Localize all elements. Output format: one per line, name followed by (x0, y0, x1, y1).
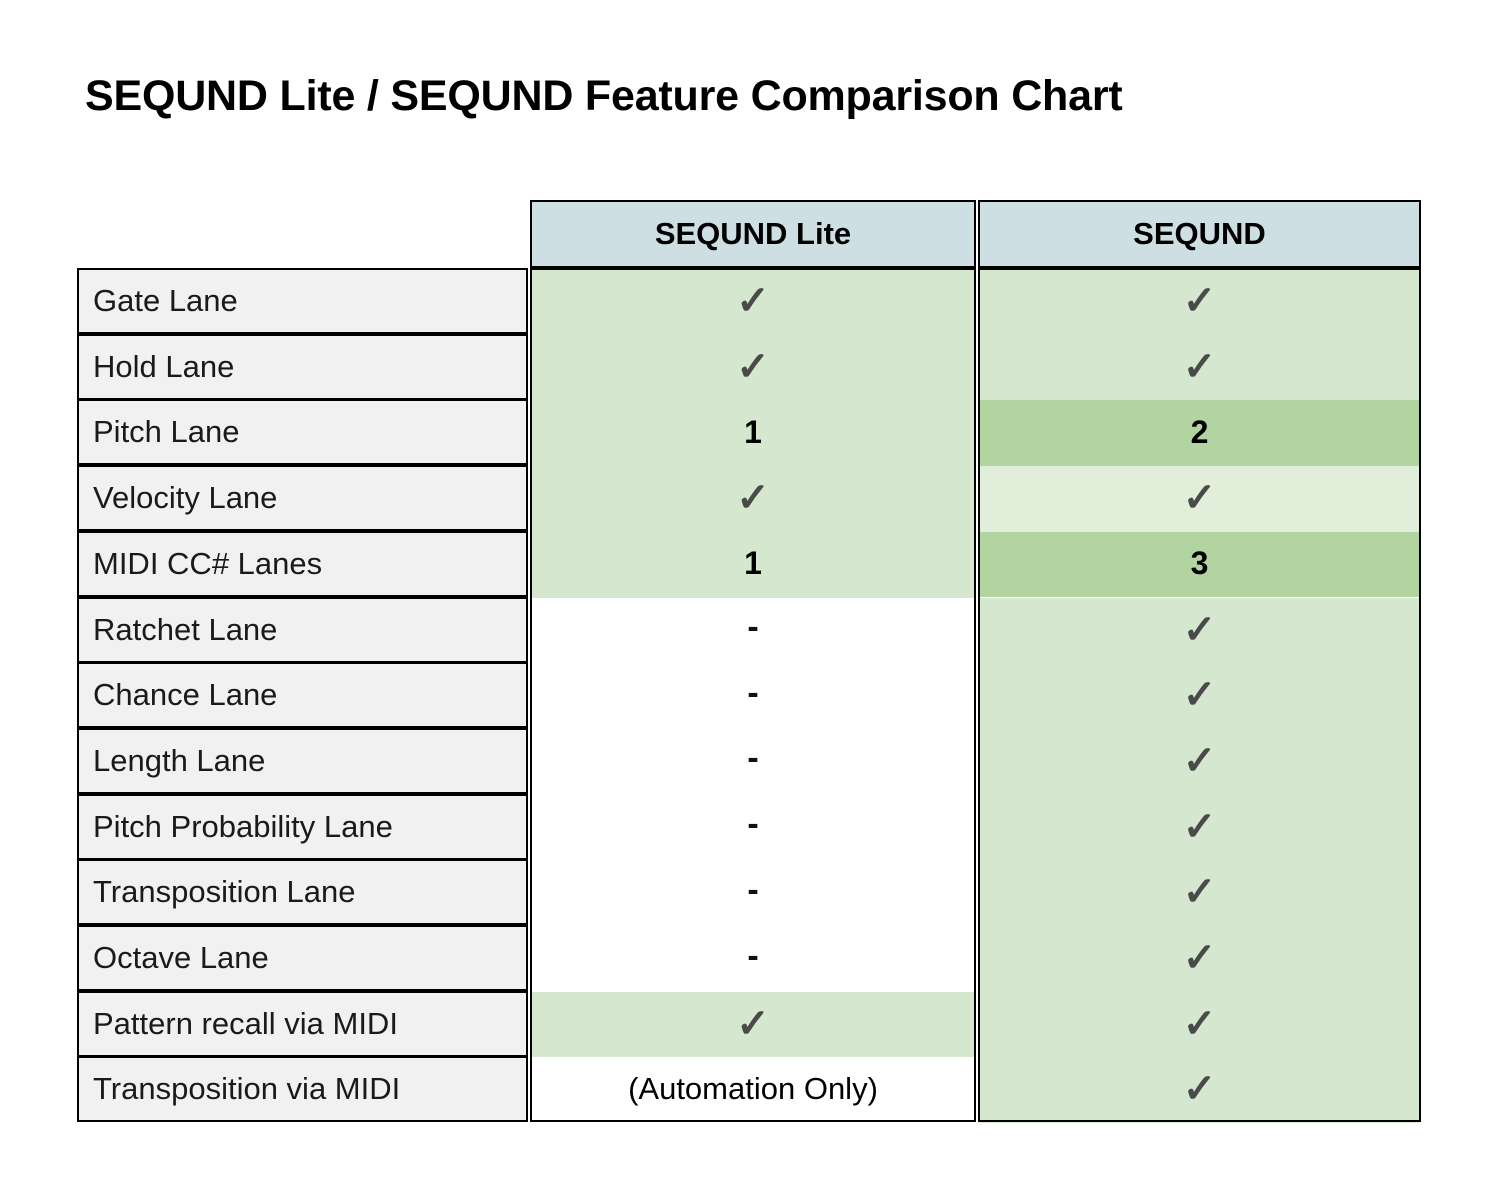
feature-label-text: Length Lane (93, 742, 266, 778)
checkmark-icon: ✓ (1182, 279, 1217, 323)
checkmark-icon: ✓ (1182, 936, 1217, 980)
checkmark-icon: ✓ (1182, 344, 1217, 389)
feature-label-text: Pitch Probability Lane (93, 808, 393, 844)
feature-label-text: Chance Lane (93, 677, 278, 713)
value-cell-lite: ✓ (530, 334, 976, 400)
checkmark-icon: ✓ (1182, 607, 1217, 652)
feature-label-cell: Pattern recall via MIDI (77, 990, 528, 1057)
feature-label-cell: Octave Lane (77, 925, 528, 991)
value-cell-lite: - (530, 662, 976, 728)
feature-label-text: Velocity Lane (93, 480, 278, 516)
checkmark-icon: ✓ (1182, 1001, 1217, 1046)
dash-icon: - (747, 936, 759, 975)
value-cell-seqund: ✓ (978, 991, 1421, 1057)
checkmark-icon: ✓ (1182, 476, 1217, 521)
cell-fill-seqund-green-base (980, 269, 1419, 401)
feature-label-text: Gate Lane (93, 283, 238, 318)
feature-label-text: MIDI CC# Lanes (93, 545, 323, 581)
feature-label-cell: Gate Lane (77, 268, 528, 334)
value-text: 1 (744, 545, 762, 582)
feature-label-cell: MIDI CC# Lanes (77, 530, 528, 597)
value-cell-seqund: ✓ (978, 465, 1421, 531)
checkmark-icon: ✓ (736, 279, 770, 323)
value-cell-seqund: ✓ (978, 859, 1421, 925)
cell-fill-seqund-green-dark (980, 531, 1419, 598)
checkmark-icon: ✓ (1182, 673, 1217, 718)
feature-label-cell: Ratchet Lane (77, 596, 528, 663)
feature-label-text: Hold Lane (93, 348, 235, 384)
value-cell-seqund: ✓ (978, 925, 1421, 991)
value-text: (Automation Only) (628, 1071, 878, 1107)
dash-icon: - (747, 870, 759, 909)
dash-icon: - (747, 673, 759, 712)
cell-fill-lite-green-base (532, 269, 974, 598)
value-cell-lite: - (530, 728, 976, 794)
value-cell-lite: - (530, 597, 976, 663)
value-cell-seqund: ✓ (978, 334, 1421, 400)
dash-icon: - (747, 805, 759, 844)
column-header-seqund-lite: SEQUND Lite (530, 200, 976, 268)
feature-label-cell: Pitch Probability Lane (77, 793, 528, 860)
checkmark-icon: ✓ (1182, 870, 1217, 915)
value-cell-lite: 1 (530, 531, 976, 597)
value-cell-lite: - (530, 794, 976, 860)
cell-fill-seqund-green-base (980, 597, 1419, 1124)
feature-label-cell: Transposition Lane (77, 859, 528, 926)
value-cell-lite: 1 (530, 399, 976, 465)
value-text: 1 (744, 413, 762, 450)
feature-label-cell: Hold Lane (77, 333, 528, 400)
feature-label-text: Octave Lane (93, 940, 269, 975)
feature-label-text: Pitch Lane (93, 414, 240, 450)
feature-label-cell: Velocity Lane (77, 465, 528, 532)
feature-label-text: Transposition via MIDI (93, 1071, 401, 1107)
cell-fill-seqund-green-dark (980, 400, 1419, 467)
dash-icon: - (747, 608, 759, 646)
value-cell-lite: ✓ (530, 465, 976, 531)
value-text: 2 (1190, 413, 1209, 450)
feature-label-cell: Pitch Lane (77, 399, 528, 466)
dash-icon: - (747, 739, 759, 778)
checkmark-icon: ✓ (1182, 804, 1217, 849)
table-header-row: SEQUND Lite SEQUND (77, 200, 1421, 268)
feature-label-text: Ratchet Lane (93, 611, 278, 647)
feature-label-cell: Transposition via MIDI (77, 1056, 528, 1123)
value-cell-lite: ✓ (530, 268, 976, 334)
column-header-seqund: SEQUND (978, 200, 1421, 268)
value-cell-lite: ✓ (530, 991, 976, 1057)
feature-label-cell: Chance Lane (77, 662, 528, 729)
cell-fill-seqund-green-light (980, 466, 1419, 532)
value-cell-seqund: ✓ (978, 794, 1421, 860)
checkmark-icon: ✓ (1182, 738, 1217, 783)
page-title: SEQUND Lite / SEQUND Feature Comparison … (85, 72, 1123, 120)
value-cell-seqund: 2 (978, 399, 1421, 465)
feature-comparison-table: SEQUND Lite SEQUND Gate Lane ✓ ✓ Hold Lane ✓… (77, 200, 1421, 1124)
checkmark-icon: ✓ (736, 344, 770, 389)
checkmark-icon: ✓ (736, 1001, 770, 1046)
checkmark-icon: ✓ (736, 476, 770, 521)
value-cell-seqund: 3 (978, 531, 1421, 597)
value-cell-seqund: ✓ (978, 662, 1421, 728)
value-cell-lite: - (530, 859, 976, 925)
value-cell-seqund: ✓ (978, 728, 1421, 794)
value-cell-seqund: ✓ (978, 268, 1421, 334)
value-text: 3 (1190, 545, 1209, 582)
value-cell-lite: (Automation Only) (530, 1056, 976, 1122)
feature-label-text: Transposition Lane (93, 874, 356, 910)
value-cell-lite: - (530, 925, 976, 991)
value-cell-seqund: ✓ (978, 597, 1421, 663)
checkmark-icon: ✓ (1182, 1067, 1217, 1112)
feature-label-cell: Length Lane (77, 727, 528, 794)
value-cell-seqund: ✓ (978, 1056, 1421, 1122)
feature-label-text: Pattern recall via MIDI (93, 1005, 398, 1041)
cell-fill-lite-green-base (532, 991, 974, 1058)
